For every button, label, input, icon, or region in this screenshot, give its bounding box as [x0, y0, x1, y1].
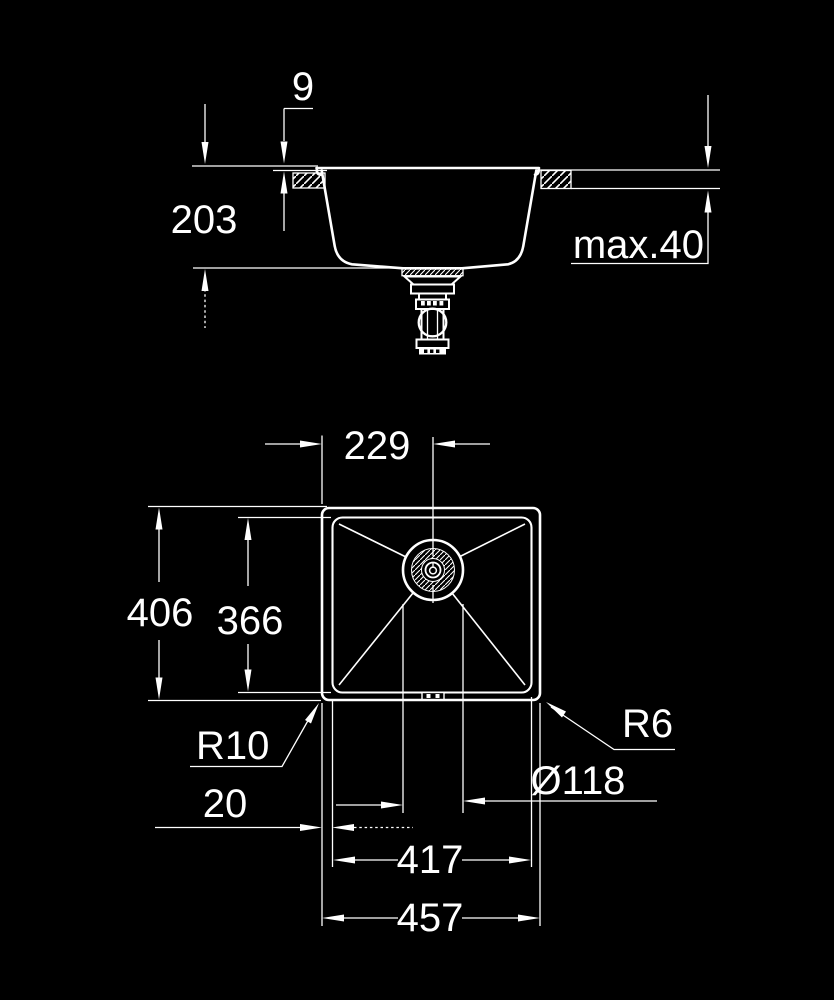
dimension-bowl-height: 203 [171, 104, 238, 328]
mounting-clip-detail [421, 691, 445, 701]
countertop-hatch-right [540, 169, 572, 190]
dimension-inner-corner-radius: R10 [190, 703, 319, 768]
dim-label-9: 9 [292, 65, 314, 109]
dimension-drain-diameter: Ø118 [336, 604, 657, 813]
dimension-rim-offset: 9 [280, 65, 314, 231]
sink-outline [320, 506, 542, 702]
drain-lower-flange [415, 338, 450, 349]
drain-ring [410, 283, 455, 295]
drain-union-ball [417, 307, 448, 338]
dimension-drain-center: 229 [265, 424, 490, 556]
drain-funnel [401, 275, 464, 286]
dim-label-max40: max.40 [573, 223, 704, 267]
dim-label-366: 366 [217, 599, 284, 643]
dimension-rim-width: 20 [155, 782, 413, 831]
countertop-lines [192, 165, 720, 269]
dimension-counter-thickness: max.40 [571, 95, 712, 267]
dim-label-417: 417 [397, 838, 464, 882]
dim-label-457: 457 [397, 896, 464, 940]
dim-label-r6: R6 [622, 702, 673, 746]
dimension-outer-corner-radius: R6 [546, 702, 675, 751]
dimension-outer-depth: 406 [127, 505, 327, 702]
dim-label-20: 20 [203, 782, 248, 826]
dimension-inner-width: 417 [331, 697, 533, 882]
drain-center-cap [424, 561, 442, 579]
dim-label-229: 229 [344, 424, 411, 468]
drain-hatch-ring [411, 548, 455, 592]
dim-label-r10: R10 [196, 724, 269, 768]
drain-assembly [401, 267, 464, 355]
dimension-outer-width: 457 [321, 703, 541, 940]
dim-label-203: 203 [171, 198, 238, 242]
section-view: 9 203 max.40 [171, 65, 720, 355]
bowl-diagonals [338, 523, 526, 686]
strainer-flange [401, 267, 464, 277]
countertop-hatch-left [292, 172, 326, 189]
dim-label-d118: Ø118 [531, 759, 626, 803]
dimension-inner-depth: 366 [217, 516, 331, 694]
plan-view: 229 406 366 R10 [127, 424, 675, 940]
dim-label-406: 406 [127, 591, 194, 635]
